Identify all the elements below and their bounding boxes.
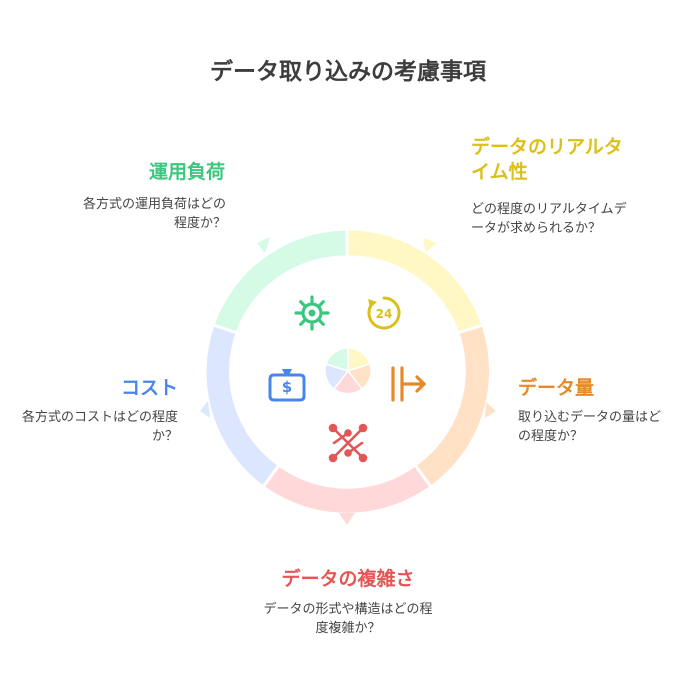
ring-segment-complexity (260, 462, 434, 525)
label-realtime: データのリアルタイム性 (471, 136, 623, 183)
money-bag-icon: $ (268, 369, 306, 402)
desc-operations: 各方式の運用負荷はどの程度か？ (82, 197, 226, 231)
gear-icon (294, 295, 330, 331)
svg-text:$: $ (282, 378, 292, 396)
label-complexity: データの複雑さ (281, 568, 415, 590)
ring-segment-cost (200, 323, 282, 490)
ring-segment-volume (412, 323, 496, 490)
label-operations: 運用負荷 (148, 161, 225, 183)
svg-text:24: 24 (376, 307, 393, 321)
desc-complexity: データの形式や構造はどの程度複雑か？ (263, 602, 433, 636)
split-arrow-icon (391, 366, 426, 402)
network-icon (328, 423, 368, 463)
desc-volume: 取り込むデータの量はどの程度か？ (518, 410, 662, 444)
ring-segment-operations (211, 227, 349, 335)
label-volume: データ量 (518, 377, 595, 399)
desc-cost: 各方式のコストはどの程度か？ (22, 410, 179, 444)
label-cost: コスト (120, 377, 178, 399)
clock-24-icon: 24 (367, 296, 401, 330)
center-mini-pie (324, 347, 372, 395)
ring-segment-realtime (345, 227, 485, 335)
page-title: データ取り込みの考慮事項 (210, 59, 486, 85)
desc-realtime: どの程度のリアルタイムデータが求められるか？ (471, 202, 627, 236)
